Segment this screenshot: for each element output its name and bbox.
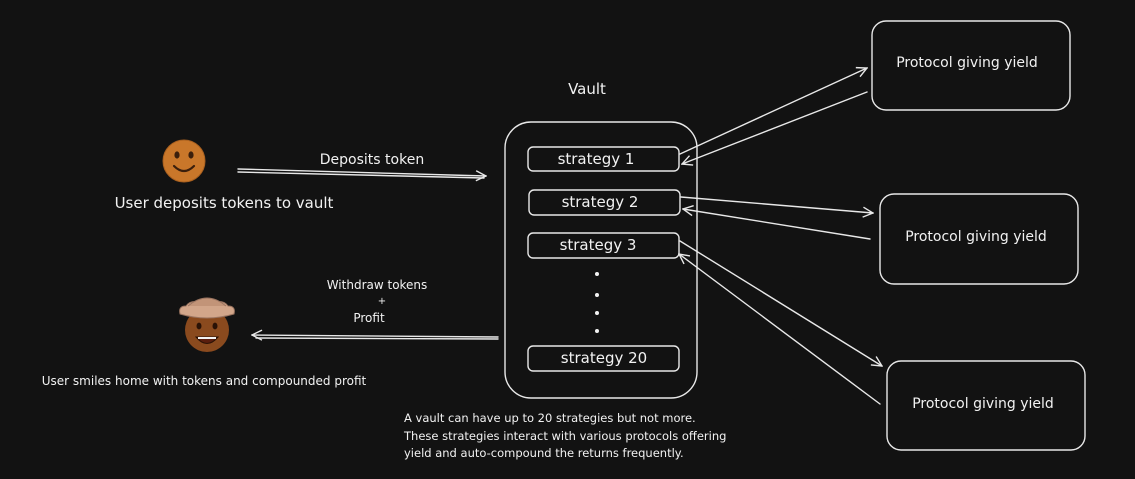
- user-smile-caption: User smiles home with tokens and compoun…: [42, 374, 367, 388]
- protocol-box-1[interactable]: [871, 20, 1071, 111]
- ellipsis-dot: [595, 272, 599, 276]
- withdraw-arrow: [252, 335, 499, 337]
- protocol3-to-strategy3-arrow: [679, 254, 881, 405]
- cowboy-face-icon: [179, 297, 235, 352]
- strategy2-to-protocol2-arrow: [680, 196, 873, 213]
- strategy-20-label: strategy 20: [561, 349, 647, 367]
- protocol-box-3[interactable]: [886, 360, 1086, 451]
- strategy-3-label: strategy 3: [560, 236, 637, 254]
- strategy-3-box[interactable]: [527, 232, 680, 259]
- protocol-3-label: Protocol giving yield: [912, 396, 1054, 412]
- withdraw-label-line1: Withdraw tokens: [327, 278, 428, 292]
- smiling-face-icon: [162, 139, 206, 183]
- withdraw-arrow-shadow: [255, 337, 499, 340]
- ellipsis-dot: [595, 329, 599, 333]
- deposit-arrow-shadow: [237, 171, 485, 179]
- protocol2-to-strategy2-arrow: [683, 209, 871, 240]
- protocol-box-2[interactable]: [879, 193, 1079, 285]
- strategy-1-label: strategy 1: [558, 150, 635, 168]
- protocol-1-label: Protocol giving yield: [896, 55, 1038, 71]
- strategy-2-label: strategy 2: [562, 193, 639, 211]
- withdraw-label-plus: +: [378, 296, 386, 307]
- protocol1-to-strategy1-arrow: [682, 91, 868, 164]
- vault-box: [504, 121, 698, 399]
- strategy1-to-protocol1-arrow: [679, 68, 867, 155]
- note-line-1: A vault can have up to 20 strategies but…: [404, 411, 696, 425]
- note-line-2: These strategies interact with various p…: [403, 429, 726, 443]
- deposit-arrow: [237, 168, 486, 176]
- vault-title: Vault: [568, 80, 606, 98]
- strategy-2-box[interactable]: [528, 189, 681, 216]
- strategy-20-box[interactable]: [527, 345, 680, 372]
- ellipsis-dot: [595, 311, 599, 315]
- withdraw-label-line2: Profit: [353, 311, 385, 325]
- user-deposit-caption: User deposits tokens to vault: [115, 194, 334, 212]
- strategy3-to-protocol3-arrow: [679, 240, 882, 366]
- note-line-3: yield and auto-compound the returns freq…: [404, 446, 684, 460]
- ellipsis-dot: [595, 293, 599, 297]
- strategy-1-box[interactable]: [527, 146, 680, 172]
- protocol-2-label: Protocol giving yield: [905, 229, 1047, 245]
- deposit-arrow-label: Deposits token: [320, 152, 424, 168]
